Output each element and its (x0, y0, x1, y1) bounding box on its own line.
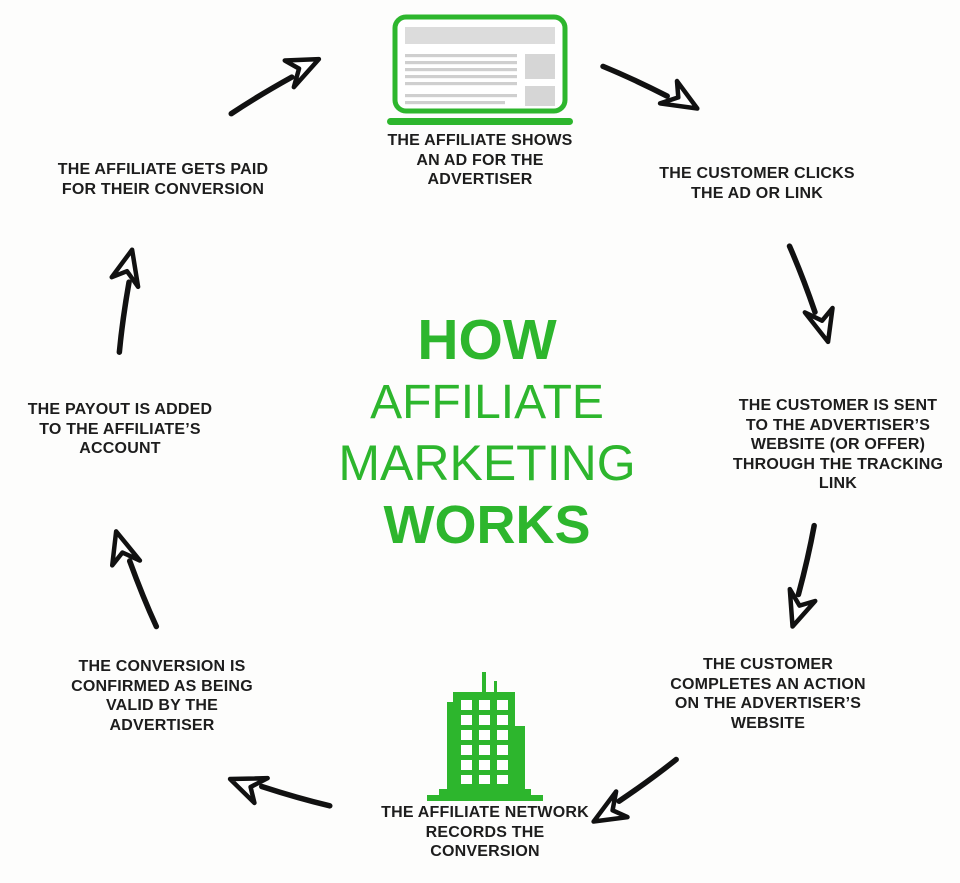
step-label-affiliate-gets-paid: THE AFFILIATE GETS PAID FOR THEIR CONVER… (57, 161, 269, 198)
diagram-title: HOW AFFILIATE MARKETING WORKS (312, 308, 662, 556)
step-label-payout-added: THE PAYOUT IS ADDED TO THE AFFILIATE’S A… (27, 401, 213, 457)
title-line-affiliate: AFFILIATE (370, 376, 604, 429)
step-label-customer-sent: THE CUSTOMER IS SENT TO THE ADVERTISER’S… (732, 397, 944, 492)
title-line-works: WORKS (383, 495, 591, 555)
arrow-bottom-left-to-left-icon (101, 518, 171, 637)
step-label-customer-clicks: THE CUSTOMER CLICKS THE AD OR LINK (659, 165, 855, 202)
arrow-bottom-to-bottom-left-icon (219, 749, 339, 835)
step-label-conversion-confirmed: THE CONVERSION IS CONFIRMED AS BEING VAL… (71, 658, 253, 734)
office-building-icon (425, 670, 545, 807)
step-label-network-records-conversion: THE AFFILIATE NETWORK RECORDS THE CONVER… (381, 804, 589, 860)
step-label-affiliate-shows-ad: THE AFFILIATE SHOWS AN AD FOR THE ADVERT… (387, 132, 573, 188)
arrow-bottom-right-to-bottom-icon (574, 745, 694, 836)
title-line-marketing: MARKETING (338, 435, 636, 491)
arrow-left-to-top-left-icon (89, 240, 162, 360)
arrow-right-to-bottom-right-icon (762, 517, 843, 637)
arrow-top-right-to-right-icon (775, 235, 843, 354)
arrow-top-to-top-right-icon (592, 39, 710, 137)
step-label-customer-completes-action: THE CUSTOMER COMPLETES AN ACTION ON THE … (670, 656, 866, 732)
browser-ad-icon (385, 14, 575, 135)
arrow-top-left-to-top-icon (216, 44, 336, 128)
title-line-how: HOW (417, 308, 557, 372)
